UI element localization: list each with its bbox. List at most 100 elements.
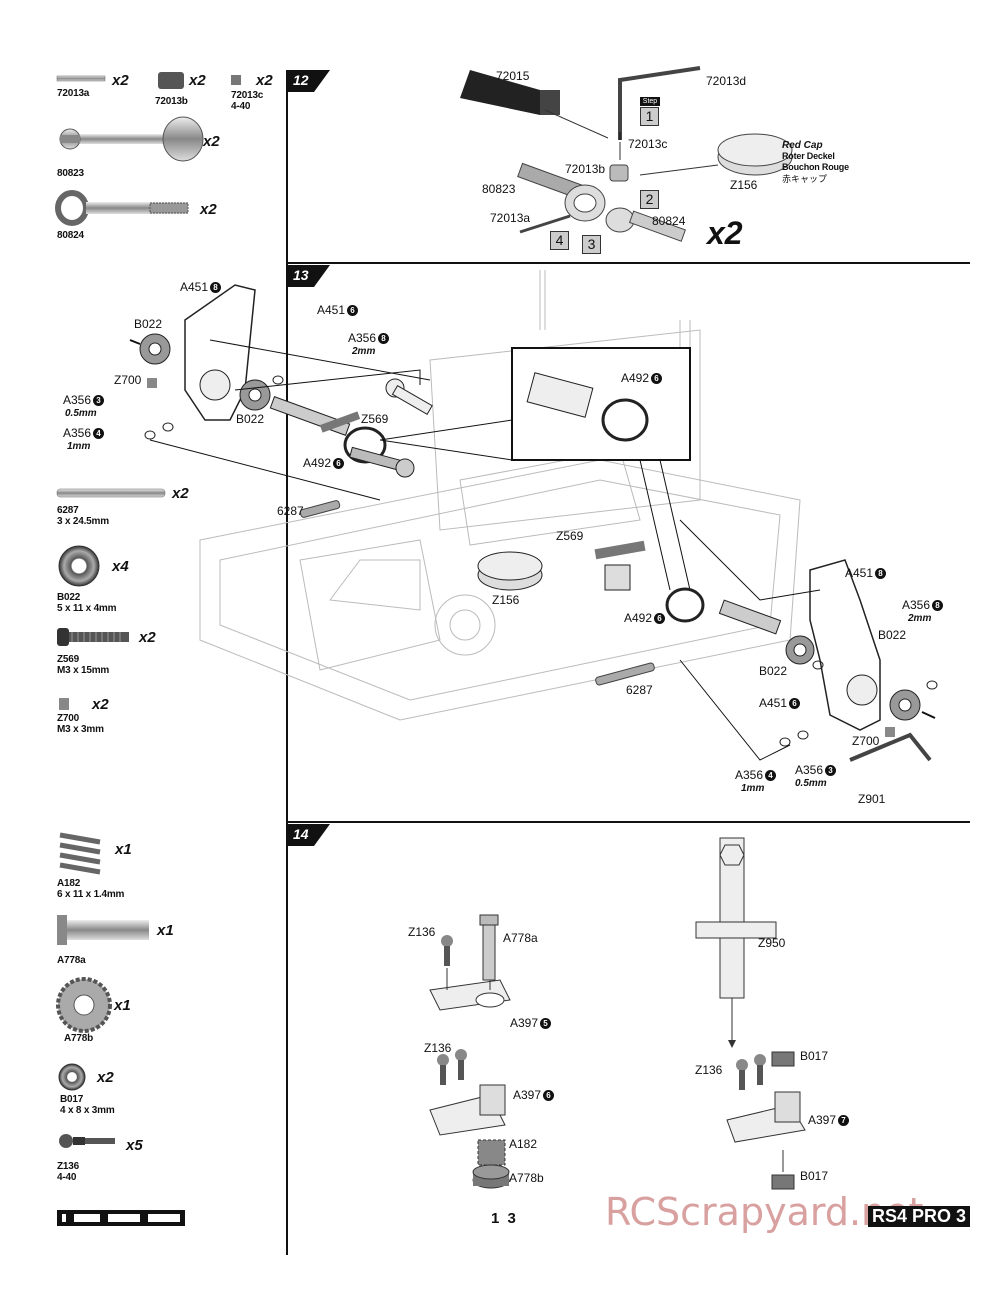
part-code-72013a: 72013a — [57, 88, 90, 99]
s13-z569-center: Z569 — [556, 529, 584, 543]
part-qty-a778b: x1 — [114, 997, 131, 1014]
pin-6287-drawing — [56, 488, 166, 498]
circle-6: 6 — [789, 698, 801, 710]
circle-7: 7 — [838, 1115, 850, 1127]
circle-4: 4 — [93, 428, 105, 440]
part-qty-a182: x1 — [115, 841, 132, 858]
model-logo: RS4 PRO 3 — [868, 1206, 971, 1227]
circle-8: 8 — [378, 333, 390, 345]
part-qty-a778a: x1 — [157, 922, 174, 939]
s13-b022-right: B022 — [878, 628, 907, 642]
part-spec-72013c: 4-40 — [231, 101, 251, 112]
s13-a492-left-text: A492 — [303, 456, 332, 470]
circle-6: 6 — [347, 305, 359, 317]
coupler-72013b-drawing — [158, 72, 184, 89]
part-code-b017: B017 — [60, 1094, 84, 1105]
cap-line-4: 赤キャップ — [782, 174, 828, 184]
part-qty-b017: x2 — [97, 1069, 114, 1086]
bearing-b017-drawing — [58, 1063, 86, 1091]
s13-a356-3-left-text: A356 — [63, 393, 92, 407]
s13-b022-left-2: B022 — [236, 412, 265, 426]
part-spec-z569: M3 x 15mm — [57, 665, 110, 676]
part-code-80823: 80823 — [57, 168, 84, 179]
step-box-4: 4 — [550, 231, 569, 250]
part-code-z569: Z569 — [57, 654, 79, 665]
s14-z136-b: Z136 — [424, 1041, 452, 1055]
cap-line-1: Red Cap — [782, 140, 823, 151]
part-qty-b022: x4 — [112, 558, 129, 575]
s13-a356-3-right-sub: 0.5mm — [795, 778, 827, 789]
hpi-logo — [57, 1210, 185, 1226]
step-label: Step — [640, 97, 660, 106]
part-code-z136: Z136 — [57, 1161, 79, 1172]
circle-8: 8 — [875, 568, 887, 580]
setscrew-z700-drawing — [59, 698, 69, 710]
s12-72013b: 72013b — [565, 162, 606, 176]
s12-z156: Z156 — [730, 178, 758, 192]
s13-a356-3-left-sub: 0.5mm — [65, 408, 97, 419]
step-box-3: 3 — [582, 235, 601, 254]
part-qty-z700: x2 — [92, 696, 109, 713]
s14-z136-right: Z136 — [695, 1063, 723, 1077]
step-box-1: 1 — [640, 107, 659, 126]
s13-6287-center: 6287 — [626, 683, 653, 697]
bearing-b022-drawing — [58, 545, 100, 587]
s13-a356-8-left-sub: 2mm — [352, 346, 376, 357]
s14-z950: Z950 — [758, 936, 786, 950]
cap-line-2: Roter Deckel — [782, 151, 835, 161]
s13-a356-4-right-text: A356 — [735, 768, 764, 782]
s13-a451-8-right-text: A451 — [845, 566, 874, 580]
circle-6: 6 — [654, 613, 666, 625]
part-code-a778b: A778b — [64, 1033, 94, 1044]
s14-a778a: A778a — [503, 931, 538, 945]
s13-a356-8-right-sub: 2mm — [908, 613, 932, 624]
part-spec-b017: 4 x 8 x 3mm — [60, 1105, 115, 1116]
circle-8: 8 — [210, 282, 222, 294]
part-code-z700: Z700 — [57, 713, 79, 724]
s13-a356-8-left-text: A356 — [348, 331, 377, 345]
circle-6: 6 — [651, 373, 663, 385]
s13-a356-4-left-sub: 1mm — [67, 441, 91, 452]
s12-80823: 80823 — [482, 182, 516, 196]
part-code-80824: 80824 — [57, 230, 84, 241]
part-spec-a182: 6 x 11 x 1.4mm — [57, 889, 125, 900]
part-qty-6287: x2 — [172, 485, 189, 502]
circle-6: 6 — [543, 1090, 555, 1102]
sidebar-part-drawings — [55, 72, 241, 1226]
part-spec-6287: 3 x 24.5mm — [57, 516, 109, 527]
step-box-2: 2 — [640, 190, 659, 209]
part-qty-72013a: x2 — [112, 72, 129, 89]
s12-72013a: 72013a — [490, 211, 531, 225]
s13-zoom-a492-text: A492 — [621, 371, 650, 385]
s13-z569-left: Z569 — [361, 412, 389, 426]
part-code-72013b: 72013b — [155, 96, 188, 107]
step-13-number: 13 — [293, 267, 309, 283]
s13-z901: Z901 — [858, 792, 886, 806]
dogbone-80823-drawing — [59, 116, 204, 162]
part-qty-z136: x5 — [126, 1137, 143, 1154]
s13-z156-center: Z156 — [492, 593, 520, 607]
part-spec-b022: 5 x 11 x 4mm — [57, 603, 117, 614]
step13-drawing — [129, 270, 938, 762]
s13-a492-center-text: A492 — [624, 611, 653, 625]
setscrew-72013c-drawing — [231, 75, 241, 85]
s14-a182: A182 — [509, 1137, 538, 1151]
circle-5: 5 — [540, 1018, 552, 1030]
s13-b022-right-2: B022 — [759, 664, 788, 678]
s12-80824: 80824 — [652, 214, 686, 228]
step-12-number: 12 — [293, 72, 309, 88]
step-14-number: 14 — [293, 826, 309, 842]
part-qty-80823: x2 — [203, 133, 220, 150]
